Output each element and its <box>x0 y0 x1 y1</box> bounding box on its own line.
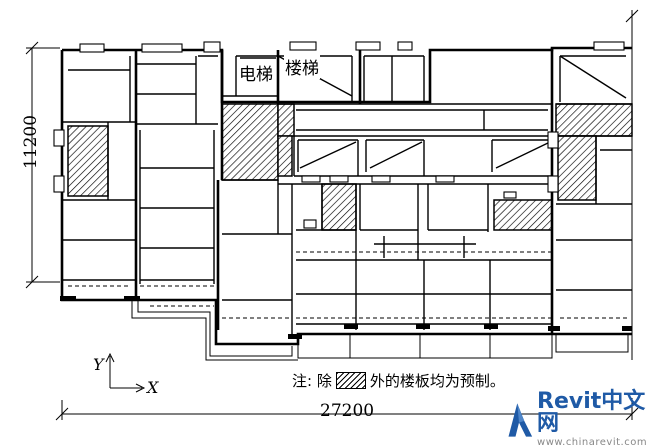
horizontal-dimension-line <box>55 9 639 421</box>
windows <box>53 41 625 229</box>
floor-plan-drawing <box>25 9 639 421</box>
height-dimension-label: 11200 <box>21 114 41 170</box>
width-dimension-label: 27200 <box>320 401 375 421</box>
dashed-lines <box>68 251 628 319</box>
hatch-swatch-icon <box>335 372 366 389</box>
structural-columns <box>60 296 632 339</box>
watermark-brand: Revit中文网 <box>537 389 646 436</box>
drawing-note: 注: 除 外的楼板均为预制。 <box>292 370 505 391</box>
revit-logo-icon <box>508 402 533 437</box>
vertical-dimension-line <box>25 41 60 289</box>
axis-indicator <box>105 352 146 393</box>
x-axis-label: X <box>147 378 159 397</box>
elevator-label: 电梯 <box>238 60 274 85</box>
balconies <box>131 300 629 361</box>
watermark: Revit中文网 www.chinarevit.com <box>505 391 650 448</box>
note-suffix: 外的楼板均为预制。 <box>369 372 505 390</box>
note-prefix: 注: 除 <box>292 372 332 390</box>
stair-label: 楼梯 <box>284 54 320 79</box>
watermark-url: www.chinarevit.com <box>537 437 648 448</box>
hatched-slabs <box>67 103 633 231</box>
y-axis-label: Y <box>93 355 104 374</box>
